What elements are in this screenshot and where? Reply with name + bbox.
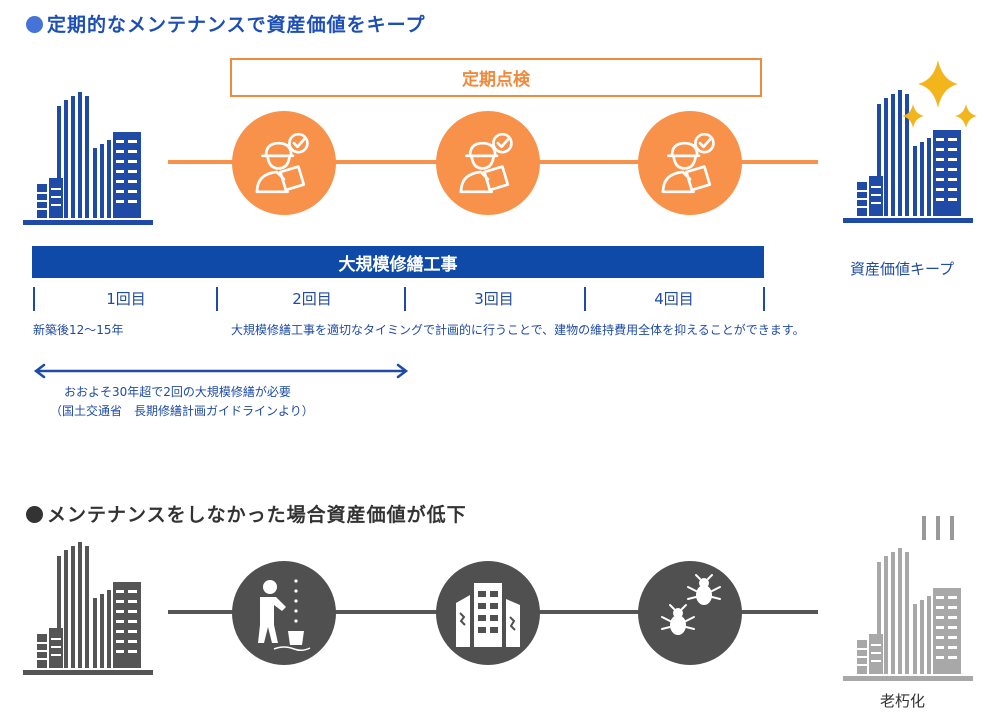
round-label-2: 2回目	[292, 290, 332, 308]
guideline-line1: おおよそ30年超で2回の大規模修繕が必要	[64, 385, 291, 399]
inspection-label: 定期点検	[462, 70, 530, 90]
section2-title: メンテナンスをしなかった場合資産価値が低下	[26, 500, 467, 527]
sparkle-icon	[902, 60, 977, 128]
round-divider	[216, 287, 218, 311]
section1-title: 定期的なメンテナンスで資産価値をキープ	[26, 10, 425, 37]
water-leak-icon	[258, 579, 311, 652]
decay-marks-icon	[922, 516, 954, 540]
crack-circle	[436, 561, 540, 665]
major-repair-bar: 大規模修繕工事	[32, 246, 764, 278]
inspection-circle-1	[232, 111, 336, 215]
after-new-text: 新築後12〜15年	[33, 323, 124, 337]
section2-title-text: メンテナンスをしなかった場合資産価値が低下	[47, 504, 467, 526]
round-label-1: 1回目	[106, 290, 146, 308]
major-repair-label: 大規模修繕工事	[338, 254, 458, 275]
inspection-circle-2	[436, 111, 540, 215]
building-icon-left	[22, 92, 154, 232]
bullet-dot-icon	[26, 506, 43, 523]
round-divider	[404, 287, 406, 311]
inspection-circle-3	[638, 111, 742, 215]
leak-circle	[232, 561, 336, 665]
inspector-icon	[654, 127, 726, 199]
aged-building-icon	[842, 548, 974, 688]
inspection-label-box: 定期点検	[230, 58, 762, 97]
double-arrow-icon	[33, 363, 409, 379]
guideline-line2: （国土交通省 長期修繕計画ガイドラインより）	[50, 404, 314, 418]
aged-label: 老朽化	[880, 692, 926, 710]
round-divider	[584, 287, 586, 311]
round-divider	[33, 287, 35, 311]
round-label-3: 3回目	[474, 290, 514, 308]
termite-icon	[661, 574, 721, 635]
section1-title-text: 定期的なメンテナンスで資産価値をキープ	[47, 14, 426, 36]
repair-description: 大規模修繕工事を適切なタイミングで計画的に行うことで、建物の維持費用全体を抑える…	[231, 323, 805, 337]
round-label-4: 4回目	[654, 290, 694, 308]
bullet-dot-icon	[26, 16, 43, 33]
round-divider	[763, 287, 765, 311]
termite-circle	[638, 561, 742, 665]
inspector-icon	[248, 127, 320, 199]
building-icon-gray	[22, 542, 154, 682]
cracked-building-icon	[456, 583, 520, 647]
inspector-icon	[452, 127, 524, 199]
keep-value-label: 資産価値キープ	[850, 260, 955, 278]
